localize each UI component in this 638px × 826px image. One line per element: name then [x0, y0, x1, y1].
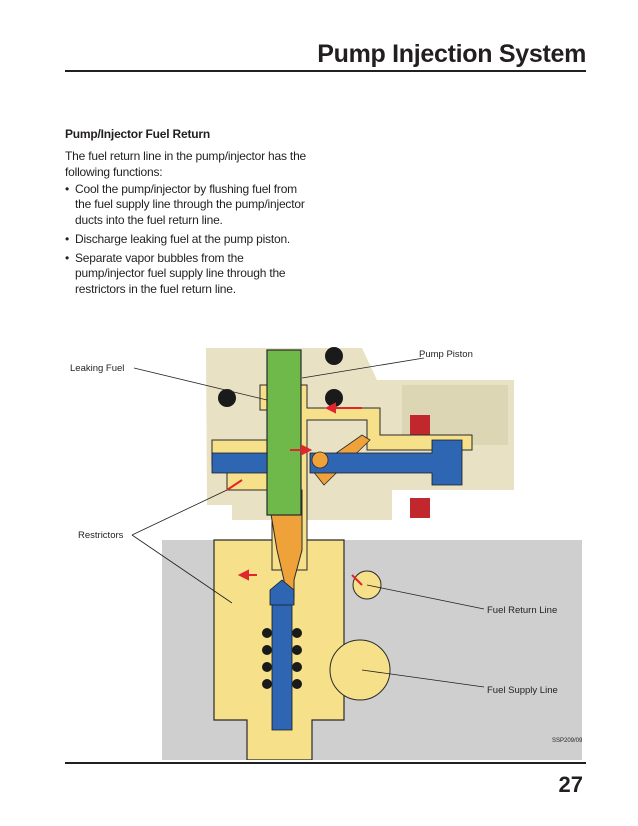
pump-injector-diagram: Leaking Fuel Pump Piston Restrictors Fue…: [70, 347, 582, 760]
flow-arrows: [226, 402, 363, 586]
restrictors-leader: [131, 489, 228, 536]
page-header-title: Pump Injection System: [317, 40, 586, 68]
fuel-supply-leader: [361, 669, 485, 688]
seal-dot: [218, 389, 236, 407]
fuel-return-line-label: Fuel Return Line: [487, 605, 557, 616]
valve-head: [311, 451, 329, 469]
pump-piston-leader: [301, 357, 425, 379]
leaking-fuel-leader: [133, 367, 268, 401]
list-item: • Discharge leaking fuel at the pump pist…: [65, 232, 305, 247]
seal-dot: [325, 389, 343, 407]
bullet-text: Separate vapor bubbles from the pump/inj…: [75, 251, 286, 296]
solenoid-coil-upper: [410, 415, 430, 435]
fuel-supply-port: [329, 639, 391, 701]
bullet-mark: •: [65, 231, 70, 246]
solenoid-coil-lower: [410, 498, 430, 518]
restrictors-label: Restrictors: [78, 530, 124, 541]
bullet-mark: •: [65, 251, 70, 266]
seal-dot: [325, 347, 343, 365]
restrictors-leader: [131, 534, 233, 604]
figure-id: SSP209/096: [552, 738, 582, 744]
list-item: • Cool the pump/injector by flushing fuel…: [65, 182, 305, 228]
header-rule: [65, 70, 586, 72]
list-item: • Separate vapor bubbles from the pump/in…: [65, 251, 305, 297]
nozzle-spring: [262, 628, 302, 689]
intro-paragraph: The fuel return line in the pump/injecto…: [65, 149, 307, 179]
fuel-return-leader: [366, 584, 485, 610]
nozzle-needle: [269, 579, 295, 731]
function-list: • Cool the pump/injector by flushing fuel…: [65, 182, 305, 301]
bullet-text: Discharge leaking fuel at the pump pisto…: [75, 231, 291, 246]
solenoid-valve: [211, 439, 463, 486]
bullet-text: Cool the pump/injector by flushing fuel …: [75, 182, 305, 227]
leaking-fuel-label: Leaking Fuel: [70, 363, 124, 374]
section-heading: Pump/Injector Fuel Return: [65, 127, 211, 141]
fuel-supply-line-label: Fuel Supply Line: [487, 685, 558, 696]
page-number: 27: [558, 772, 583, 797]
bullet-mark: •: [65, 182, 70, 196]
pump-piston-label: Pump Piston: [419, 349, 473, 360]
footer-rule: [65, 762, 586, 764]
pump-piston: [266, 349, 302, 516]
